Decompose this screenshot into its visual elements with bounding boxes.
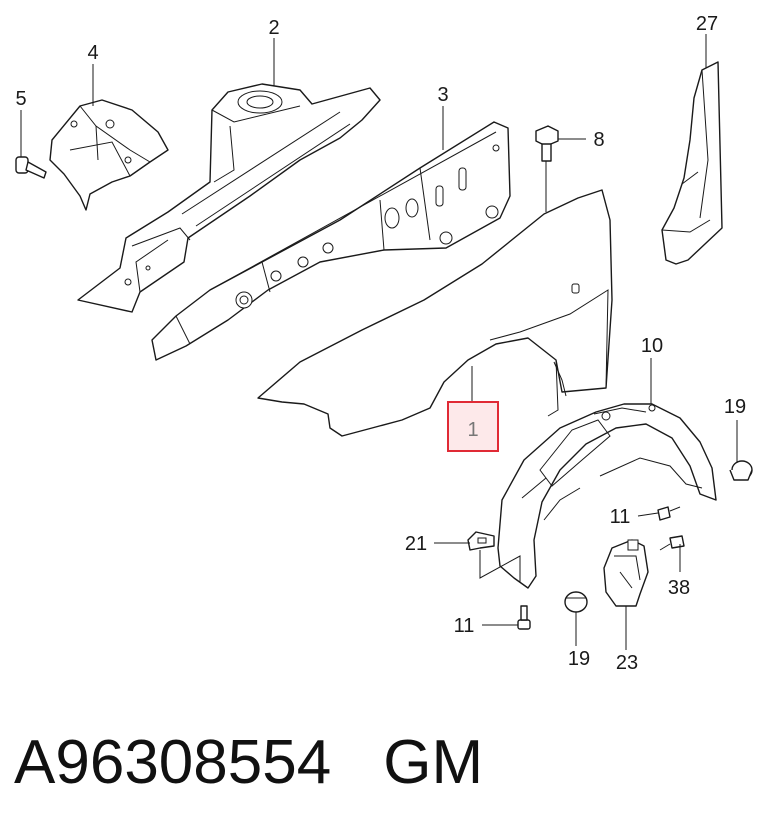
part-11-screw-lower [517,605,531,630]
highlight-box [447,401,499,452]
part-27-side-panel [661,61,723,265]
label-1: 1 [467,419,478,441]
label-19-bottom: 19 [568,648,590,670]
part-number: A96308554 [14,727,332,797]
part-19-clip-bottom [564,591,588,613]
label-38: 38 [668,577,690,599]
part-10-wheelhouse-liner [497,403,717,589]
label-4: 4 [87,42,98,64]
label-11-upper: 11 [610,506,631,528]
parts-diagram: 1 2 3 4 5 8 27 10 19 11 21 38 11 19 23 [15,13,753,674]
part-2-upper-rail [77,83,381,313]
label-23: 23 [616,652,638,674]
part-23-bracket [603,539,649,607]
part-8-bolt [535,125,559,162]
label-11-lower: 11 [454,615,475,637]
part-5-bolt [15,156,47,179]
leader-lines [20,34,738,650]
part-4-bracket [49,99,169,211]
label-2: 2 [268,17,279,39]
label-27: 27 [696,13,718,35]
label-21: 21 [405,533,427,555]
brand-name: GM [383,727,484,797]
part-11-screw-upper [657,506,681,521]
part-21-clip [467,531,495,551]
footer-caption: A96308554 GM [14,722,483,802]
part-3-lower-rail [151,121,511,361]
label-3: 3 [437,84,448,106]
label-19-right: 19 [724,396,746,418]
part-1-fender [257,189,613,437]
part-19-clip-right [729,460,753,481]
label-8: 8 [593,129,604,151]
label-10: 10 [641,335,663,357]
label-5: 5 [15,88,26,110]
